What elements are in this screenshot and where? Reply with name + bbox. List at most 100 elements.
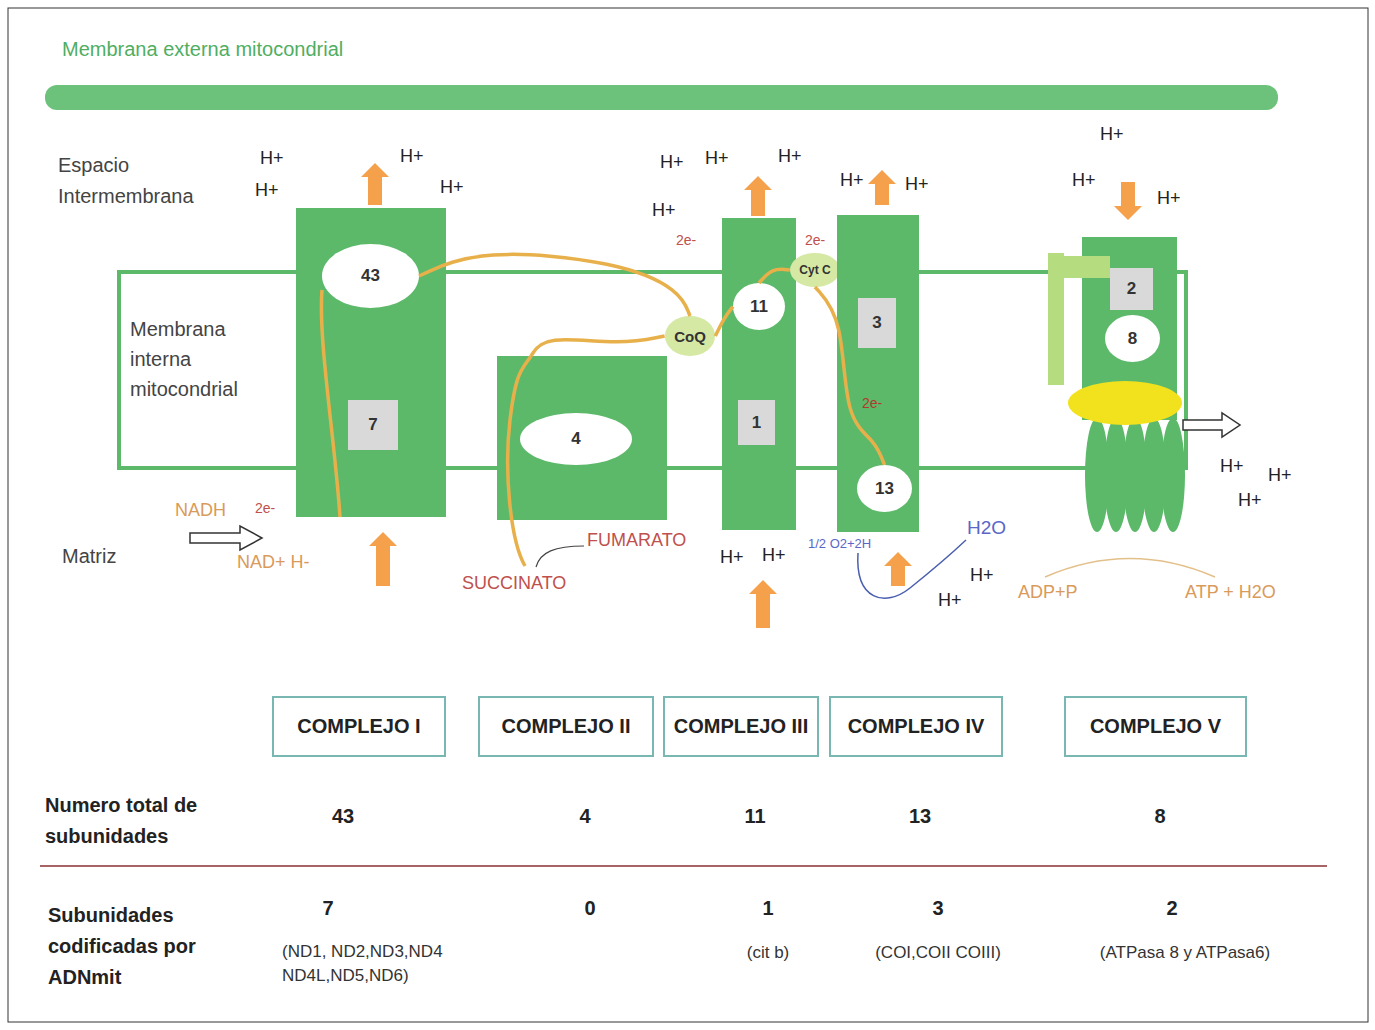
node-text: Membrana externa mitocondrial [62, 38, 1278, 61]
complex-box: 3 13 [837, 215, 919, 532]
mtdna-subunit-square: 7 [348, 400, 398, 450]
node-text: 2 [1127, 279, 1136, 299]
electron-label: 2e- [862, 395, 882, 411]
proton-pump-arrow [744, 176, 772, 216]
table-cell: (ATPasa 8 y ATPasa6) [1070, 943, 1300, 963]
complex-box: 111 [722, 218, 796, 530]
table-row-header: Subunidades codificadas por ADNmit [48, 900, 198, 993]
substrate-label: NADH [175, 500, 226, 521]
proton-pump-arrow [749, 580, 777, 628]
proton-label: H+ [400, 146, 424, 167]
region-label: Matriz [62, 545, 116, 568]
electron-transfer-line [715, 307, 733, 337]
proton-label: H+ [720, 547, 744, 568]
proton-label: H+ [440, 177, 464, 198]
table-cell: 2 [1142, 897, 1202, 920]
node-text: 13 [875, 479, 894, 499]
node-text: COMPLEJO II [502, 715, 631, 738]
input-arrow [190, 526, 262, 550]
electron-transfer-line [419, 254, 690, 316]
proton-label: H+ [1100, 124, 1124, 145]
node-text: 7 [368, 415, 377, 435]
table-cell: 8 [1130, 805, 1190, 828]
reaction-label: ADP+P [1018, 582, 1078, 603]
electron-transfer-line [759, 269, 790, 283]
region-label: Espacio Intermembrana [58, 150, 233, 212]
table-row-header: Numero total de subunidades [45, 790, 240, 852]
outer-membrane-band [45, 85, 1278, 110]
proton-label: H+ [1072, 170, 1096, 191]
atp-synthase-rotor [1068, 381, 1182, 425]
table-cell: (COI,COII COIII) [828, 943, 1048, 963]
proton-pump-arrow [361, 163, 389, 205]
table-header-box: COMPLEJO I [272, 696, 446, 757]
oxygen-reduction-line [858, 540, 966, 598]
f1-subunit [1161, 418, 1185, 532]
proton-pump-arrow [884, 552, 912, 586]
proton-label: H+ [840, 170, 864, 191]
node-text: Membrana interna mitocondrial [130, 314, 280, 404]
table-rule [40, 865, 1327, 867]
node-text: COMPLEJO III [674, 715, 808, 738]
electron-transfer-line [531, 336, 665, 356]
proton-label: H+ [1157, 188, 1181, 209]
table-cell: 11 [725, 805, 785, 828]
proton-label: H+ [1220, 456, 1244, 477]
table-cell: 3 [908, 897, 968, 920]
table-header-box: COMPLEJO II [478, 696, 654, 757]
electron-label: 2e- [805, 232, 825, 248]
table-header-box: COMPLEJO V [1064, 696, 1247, 757]
electron-connectors [419, 254, 885, 465]
electron-label: 2e- [255, 500, 275, 516]
table-cell: 13 [890, 805, 950, 828]
proton-label: H+ [938, 590, 962, 611]
complex-box: 4 [497, 356, 667, 520]
node-text: 3 [872, 313, 881, 333]
table-cell: (cit b) [658, 943, 878, 963]
node-text: COMPLEJO V [1090, 715, 1221, 738]
proton-inflow-arrow [1114, 182, 1142, 220]
table-cell: 1 [738, 897, 798, 920]
node-text: CoQ [674, 328, 706, 345]
node-text: 43 [361, 266, 380, 286]
proton-label: H+ [970, 565, 994, 586]
reaction-label: ATP + H2O [1185, 582, 1276, 603]
proton-pump-arrow [369, 532, 397, 586]
cytochrome-c-circle: Cyt C [790, 253, 840, 287]
output-arrow [1183, 413, 1240, 437]
subunit-total-circle: 4 [520, 413, 632, 465]
substrate-label: FUMARATO [587, 530, 686, 551]
proton-label: H+ [660, 152, 684, 173]
substrate-label: NAD+ H- [237, 552, 310, 573]
proton-label: H+ [652, 200, 676, 221]
node-text: Cyt C [799, 263, 830, 277]
outer-membrane: Membrana externa mitocondrial [45, 36, 1278, 82]
table-header-box: COMPLEJO III [663, 696, 819, 757]
table-cell: 7 [298, 897, 358, 920]
proton-label: H+ [1268, 465, 1292, 486]
node-text: 1 [752, 413, 761, 433]
proton-label: H+ [255, 180, 279, 201]
proton-arrows [361, 163, 1142, 628]
proton-label: H+ [705, 148, 729, 169]
figure-frame [8, 8, 1368, 1022]
mtdna-subunit-square: 1 [738, 400, 775, 445]
reaction-label: 1/2 O2+2H [808, 536, 871, 551]
node-text: COMPLEJO I [297, 715, 420, 738]
table-header-box: COMPLEJO IV [829, 696, 1003, 757]
proton-pump-arrow [868, 170, 896, 205]
subunit-total-circle: 8 [1105, 315, 1160, 362]
proton-label: H+ [762, 545, 786, 566]
electron-path [508, 356, 531, 566]
subunit-total-circle: 43 [322, 244, 419, 308]
reaction-line [536, 546, 584, 567]
subunit-total-circle: 13 [857, 465, 912, 512]
node-text: 11 [750, 297, 768, 317]
complex-box: 43 7 [296, 208, 446, 517]
reaction-label: H2O [967, 517, 1006, 539]
mtdna-subunit-square: 2 [1110, 268, 1153, 310]
node-text: 8 [1128, 329, 1137, 349]
substrate-label: SUCCINATO [462, 573, 566, 594]
electron-transfer-line [815, 287, 885, 465]
